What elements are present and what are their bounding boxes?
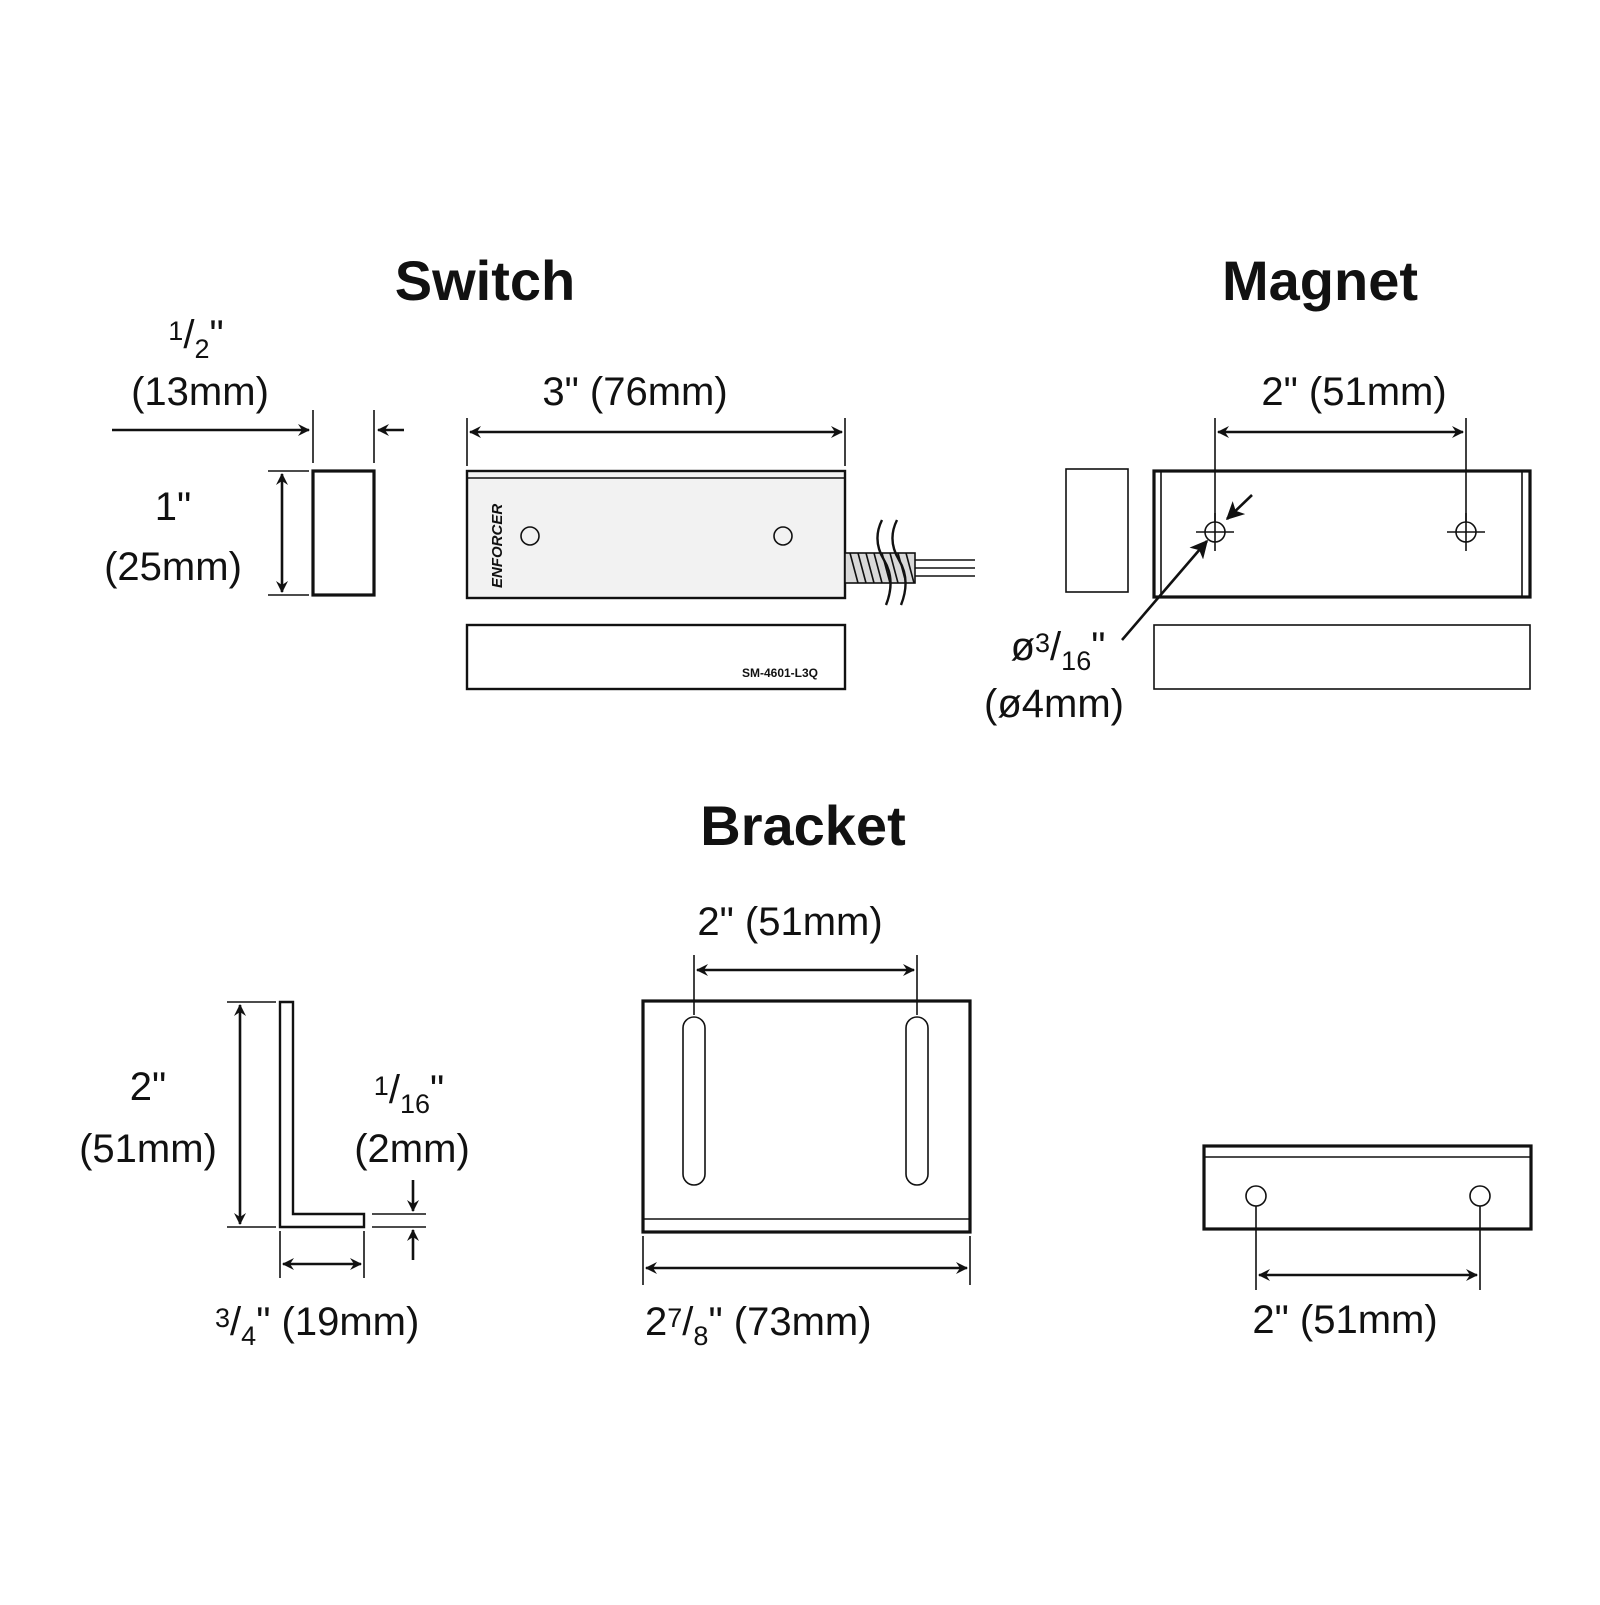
magnet-title: Magnet — [1222, 249, 1418, 312]
bracket-hole-spacing-label: 2" (51mm) — [1252, 1298, 1437, 1342]
mounting-hole-icon — [520, 526, 540, 546]
enforcer-logo: ENFORCER — [489, 504, 506, 588]
magnet-spacing-label: 2" (51mm) — [1261, 370, 1446, 414]
switch-front-view: ENFORCER SM-4601-L3Q — [465, 418, 975, 691]
switch-height-in: 1" — [155, 485, 191, 529]
bracket-thickness-mm: (2mm) — [354, 1127, 470, 1171]
switch-bottom-view — [465, 623, 847, 691]
bracket-height-mm: (51mm) — [79, 1127, 217, 1171]
magnet-views — [1065, 418, 1532, 690]
switch-side-outline — [311, 469, 376, 597]
switch-model-label: SM-4601-L3Q — [742, 666, 818, 680]
magnet-bottom-view — [1153, 624, 1531, 690]
bracket-plate — [641, 999, 972, 1234]
bracket-thickness-fraction: 1/16" — [374, 1068, 444, 1119]
bracket-flange — [1202, 1144, 1533, 1231]
bracket-leg-label: 3/4" (19mm) — [215, 1300, 419, 1351]
magnet-hole-dia-mm: (ø4mm) — [984, 682, 1124, 726]
bracket-front-view — [641, 955, 972, 1285]
bracket-slot-spacing-label: 2" (51mm) — [697, 900, 882, 944]
bracket-hole-icon — [1469, 1185, 1491, 1207]
mounting-hole-icon — [773, 526, 793, 546]
leader-arrow — [1121, 539, 1208, 641]
switch-depth-mm: (13mm) — [131, 370, 269, 414]
switch-height-mm: (25mm) — [104, 545, 242, 589]
magnet-hole-dia-fraction: ø3/16" — [1011, 625, 1106, 676]
switch-depth-fraction: 1/2" — [168, 313, 223, 364]
switch-side-view — [112, 410, 404, 597]
armored-cable-icon — [844, 519, 975, 606]
bracket-title: Bracket — [700, 794, 905, 857]
bracket-profile-view — [227, 1000, 426, 1278]
bracket-width-label: 27/8" (73mm) — [645, 1300, 872, 1351]
bracket-height-in: 2" — [130, 1065, 166, 1109]
bracket-hole-icon — [1245, 1185, 1267, 1207]
switch-length-label: 3" (76mm) — [542, 370, 727, 414]
bracket-top-view — [1202, 1144, 1533, 1290]
mounting-slot-icon — [905, 1016, 929, 1186]
magnet-side-view — [1065, 468, 1129, 593]
mounting-slot-icon — [682, 1016, 706, 1186]
leader-arrow — [1225, 494, 1253, 521]
switch-title: Switch — [395, 249, 575, 312]
bracket-l-profile — [278, 1000, 366, 1229]
magnet-front-view — [1152, 469, 1532, 599]
switch-body — [465, 469, 847, 600]
